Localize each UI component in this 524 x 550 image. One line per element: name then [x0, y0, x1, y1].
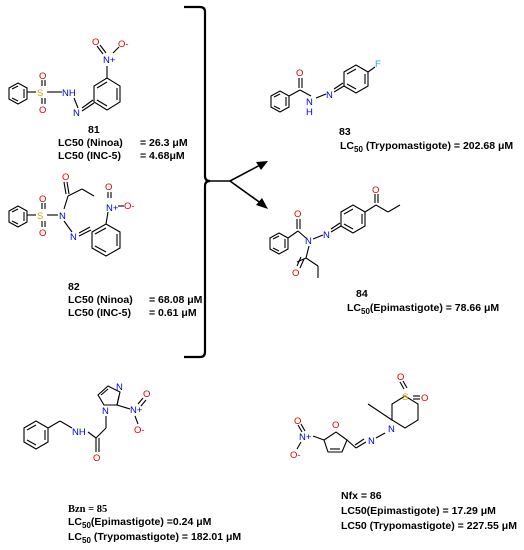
assay-value: LC50(Epimastigote) = 17.29 μM [341, 505, 496, 517]
lc-subscript: 50 [354, 145, 363, 155]
structure-84: O N O N O [269, 185, 401, 279]
nh-nitrogen: N [306, 97, 313, 108]
oxygen-atom: O [105, 182, 112, 193]
assay-value: (Epimastigote) =0.24 μM [90, 516, 212, 528]
arrowhead-down [256, 198, 268, 209]
sulfur-atom: S [402, 392, 408, 403]
nitro-nitrogen: N+ [299, 432, 312, 443]
lc-label: LC [68, 531, 82, 543]
bzn-label: Bzn = 85 [68, 504, 108, 515]
amide-nh: NH [72, 427, 86, 438]
compound-82-lc50-inc5-value: = 0.61 μM [149, 307, 197, 319]
imidazole-nitrogen: N [102, 406, 109, 417]
oxygen-atom: O [93, 453, 100, 464]
oxygen-atom: O [421, 393, 428, 404]
lc-label: LC [68, 516, 82, 528]
bzn-lc50-trypomastigote: LC50 (Trypomastigote) = 182.01 μM [68, 531, 241, 547]
oxygen-atom: O [92, 37, 99, 48]
nitro-nitrogen: N+ [103, 55, 116, 66]
structure-83: O N H N F [270, 59, 381, 118]
compound-82-id: 82 [68, 281, 80, 293]
compound-81-lc50-ninoa-label: LC50 (Ninoa) [58, 137, 123, 149]
compound-83-id: 83 [339, 126, 351, 138]
nitro-nitrogen: N+ [106, 203, 119, 214]
ring-nitrogen: N [388, 424, 395, 435]
lc-subscript: 50 [82, 521, 91, 531]
fluorine-atom: F [375, 59, 381, 70]
oxygen-atom: O [294, 416, 301, 427]
bzn-lc50-epimastigote: LC50(Epimastigote) =0.24 μM [68, 516, 211, 532]
nitrogen-atom: N [73, 108, 80, 119]
nitro-nitrogen: N+ [130, 405, 143, 416]
oxygen-atom: O [39, 71, 46, 82]
compound-81-lc50-inc5-label: LC50 (INC-5) [58, 150, 122, 162]
oxygen-atom: O [294, 209, 301, 220]
compound-81-lc50-inc5-value: = 4.68μM [140, 150, 185, 162]
compound-81-id: 81 [88, 124, 100, 136]
oxygen-atom: O [39, 194, 46, 205]
lc-subscript: 50 [361, 307, 370, 317]
sulfur-atom: S [37, 211, 43, 222]
nitrogen-atom: N [323, 230, 330, 241]
lc-subscript: 50 [82, 536, 91, 546]
compound-82-lc50-inc5-label: LC50 (INC-5) [68, 307, 132, 319]
lc-label: LC [347, 302, 361, 314]
assay-value: (Trypomastigote) = 182.01 μM [90, 531, 242, 543]
nitrogen-atom: N [70, 232, 77, 243]
nfx-lc50-trypomastigote: LC50 (Trypomastigote) = 227.55 μM [341, 520, 517, 533]
compound-83-lc50-trypomastigote: LC50 (Trypomastigote) = 202.68 μM [340, 140, 513, 156]
oxygen-atom: O [397, 372, 404, 383]
compound-84-lc50-epimastigote: LC50(Epimastigote) = 78.66 μM [347, 302, 499, 318]
oxygen-anion: O- [134, 425, 145, 436]
structure-82: S O O N O N N+ O- O [8, 172, 135, 257]
oxygen-atom: O [143, 389, 150, 400]
compound-82-lc50-ninoa-label: LC50 (Ninoa) [68, 294, 133, 306]
oxygen-atom: O [292, 268, 299, 279]
compound-82-lc50-ninoa-value: = 68.08 μM [149, 294, 203, 306]
oxygen-atom: O [372, 185, 379, 196]
assay-value: (Epimastigote) = 78.66 μM [369, 302, 500, 314]
oxygen-anion: O- [124, 201, 135, 212]
sulfur-atom: S [37, 88, 43, 99]
nitrogen-atom: N [59, 211, 66, 222]
nitrogen-atom: N [305, 236, 312, 247]
oxygen-atom: O [62, 172, 69, 183]
nh-group: NH [62, 88, 76, 99]
assay-value: (Trypomastigote) = 202.68 μM [362, 140, 514, 152]
imidazole-nitrogen: N [116, 382, 123, 393]
oxygen-atom: O [39, 105, 46, 116]
compound-81-lc50-ninoa-value: = 26.3 μM [140, 137, 188, 149]
hydrazone-nitrogen: N [368, 436, 375, 447]
nfx-label: Nfx = 86 [341, 490, 382, 502]
oxygen-atom: O [296, 68, 303, 79]
oxygen-anion: O- [118, 39, 129, 50]
furan-oxygen: O [332, 420, 339, 431]
assay-value: LC50 (Trypomastigote) = 227.55 μM [341, 520, 517, 532]
lc-label: LC [340, 140, 354, 152]
nitrogen-atom: N [326, 90, 333, 101]
hydrogen-atom: H [306, 107, 313, 118]
structure-81: S O O NH N N+ O O- [8, 37, 129, 119]
nfx-lc50-epimastigote: LC50(Epimastigote) = 17.29 μM [341, 505, 496, 518]
arrowhead-up [256, 161, 268, 170]
compound-84-id: 84 [356, 288, 368, 300]
oxygen-atom: O [39, 228, 46, 239]
oxygen-anion: O- [290, 450, 301, 461]
